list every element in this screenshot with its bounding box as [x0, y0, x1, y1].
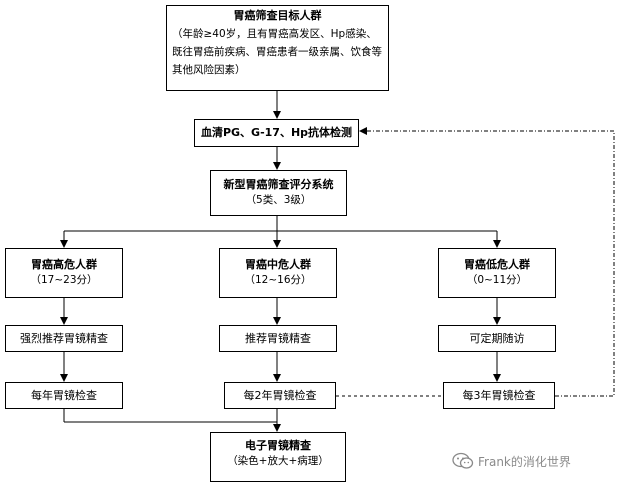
- scoring-subtitle: （5类、3级）: [245, 194, 312, 206]
- target-population-box: 胃癌筛查目标人群 （年龄≥40岁，且有胃癌高发区、Hp感染、既往胃癌前疾病、胃癌…: [166, 5, 389, 91]
- mid-risk-title: 胃癌中危人群: [245, 258, 311, 271]
- high-risk-exam-box: 每年胃镜检查: [5, 382, 123, 409]
- dashed-feedback-loop: [359, 127, 615, 397]
- target-title: 胃癌筛查目标人群: [233, 9, 322, 22]
- low-risk-score: （0~11分）: [466, 274, 528, 286]
- watermark-text: Frank的消化世界: [478, 454, 571, 469]
- high-risk-group-box: 胃癌高危人群 （17~23分）: [5, 248, 123, 298]
- endoscopy-box: 电子胃镜精查 （染色+放大+病理）: [210, 432, 346, 482]
- scoring-system-box: 新型胃癌筛查评分系统 （5类、3级）: [210, 170, 347, 216]
- mid-risk-exam-box: 每2年胃镜检查: [224, 382, 336, 409]
- wechat-icon: [452, 452, 474, 469]
- high-risk-action-box: 强烈推荐胃镜精查: [5, 325, 123, 352]
- mid-risk-group-box: 胃癌中危人群 （12~16分）: [219, 248, 337, 298]
- watermark: Frank的消化世界: [452, 452, 571, 470]
- mid-risk-action-box: 推荐胃镜精查: [219, 325, 337, 352]
- low-risk-exam-box: 每3年胃镜检查: [443, 382, 555, 409]
- mid-risk-score: （12~16分）: [244, 274, 312, 286]
- low-risk-title: 胃癌低危人群: [464, 258, 530, 271]
- target-description: （年龄≥40岁，且有胃癌高发区、Hp感染、既往胃癌前疾病、胃癌患者一级亲属、饮食…: [172, 28, 382, 76]
- scoring-title: 新型胃癌筛查评分系统: [223, 178, 334, 191]
- high-risk-title: 胃癌高危人群: [31, 258, 97, 271]
- endoscopy-subtitle: （染色+放大+病理）: [227, 455, 329, 467]
- serum-test-box: 血清PG、G-17、Hp抗体检测: [194, 119, 359, 147]
- high-risk-score: （17~23分）: [30, 274, 98, 286]
- endoscopy-title: 电子胃镜精查: [245, 439, 311, 452]
- low-risk-action-box: 可定期随访: [438, 325, 556, 352]
- low-risk-group-box: 胃癌低危人群 （0~11分）: [438, 248, 556, 298]
